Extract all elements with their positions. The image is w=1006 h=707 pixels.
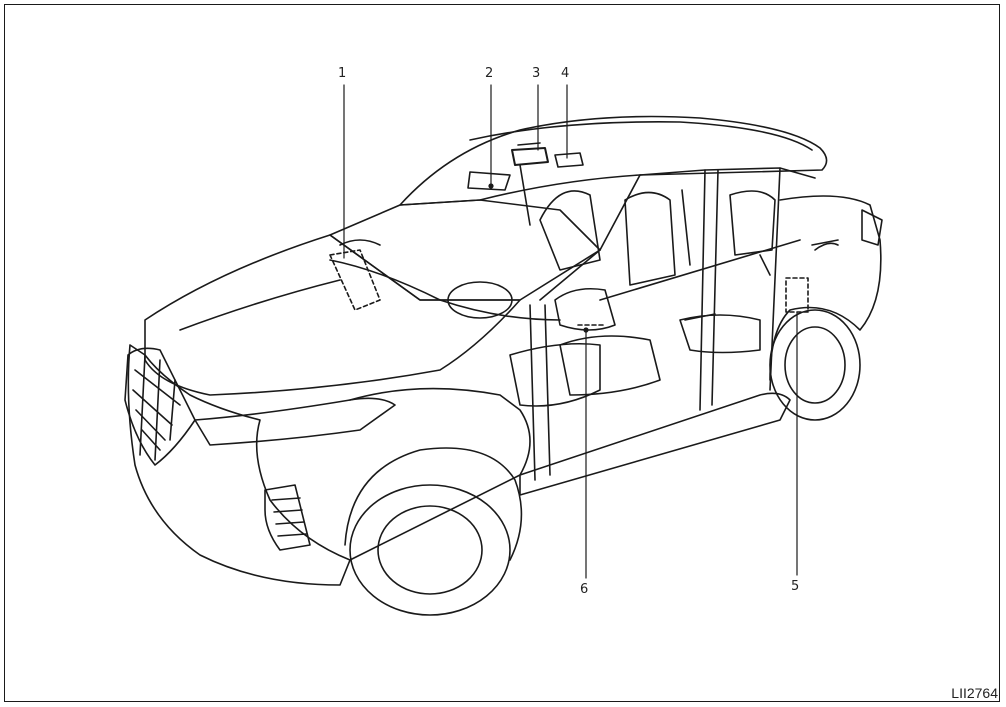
headlight: [194, 397, 396, 446]
a-pillar: [599, 174, 641, 251]
windshield: [329, 199, 601, 301]
roof-outline: [399, 115, 828, 206]
overhead-item-2: [467, 171, 511, 191]
dashboard: [329, 259, 561, 321]
rear-body: [769, 195, 882, 381]
callout-2: 2: [485, 66, 494, 81]
hood: [144, 234, 521, 396]
figure-id: LII2764: [951, 685, 998, 701]
fog-lamp: [264, 484, 311, 551]
rear-seat: [729, 190, 776, 256]
front-seat-right: [624, 191, 676, 286]
overhead-item-4: [554, 152, 584, 168]
diagram-frame: [4, 4, 1000, 702]
callout-4: 4: [561, 66, 570, 81]
front-wheel-arch: [344, 447, 523, 561]
grille: [124, 347, 196, 466]
callout-6: 6: [580, 582, 589, 597]
steering-wheel: [447, 281, 513, 319]
c-pillar: [769, 167, 781, 391]
front-wheel: [349, 484, 511, 616]
overhead-item-3: [511, 147, 549, 166]
front-seat-left: [539, 190, 601, 271]
dashed-area-1: [329, 249, 381, 311]
callout-5: 5: [791, 579, 800, 594]
front-door-frame: [529, 304, 551, 481]
b-pillar: [699, 169, 719, 411]
side-mirror: [554, 287, 616, 331]
callout-3: 3: [532, 66, 541, 81]
callout-1: 1: [338, 66, 347, 81]
front-fascia: [127, 344, 351, 586]
side-sill: [519, 392, 791, 496]
